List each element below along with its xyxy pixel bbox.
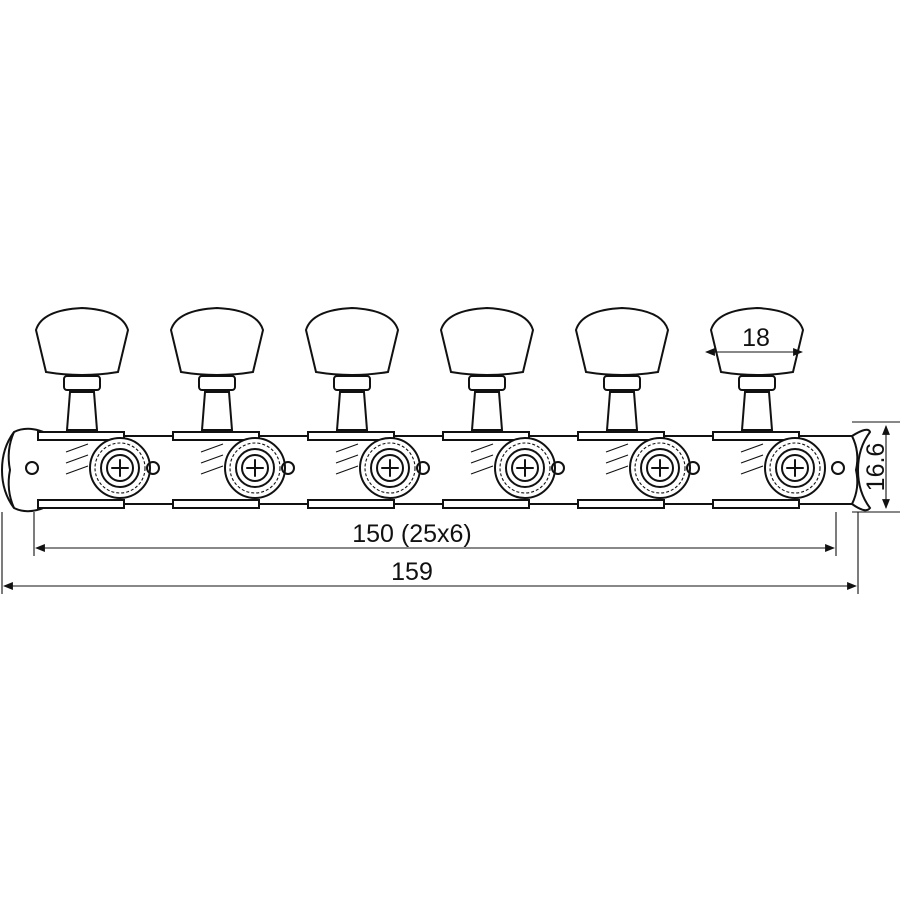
- shaft-top-bar: [577, 431, 665, 441]
- worm-thread: [740, 465, 764, 475]
- button-width-label: 18: [742, 324, 770, 352]
- tuner-collar: [468, 375, 506, 391]
- worm-thread: [200, 443, 224, 453]
- mounting-hole: [281, 461, 295, 475]
- gear-ring: [100, 448, 140, 488]
- worm-thread: [335, 443, 359, 453]
- shaft-bottom-bar: [307, 499, 395, 509]
- gear-teeth: [94, 442, 146, 494]
- shaft-top-bar: [442, 431, 530, 441]
- tuner-neck: [740, 391, 774, 431]
- tuner-neck: [65, 391, 99, 431]
- worm-thread: [335, 465, 359, 475]
- worm-thread: [200, 465, 224, 475]
- shaft-top-bar: [307, 431, 395, 441]
- overall-length-label: 159: [391, 558, 433, 586]
- screw-cross: [786, 459, 804, 477]
- tuner-5: [551, 306, 691, 509]
- tuner-button: [169, 306, 265, 376]
- worm-thread: [335, 454, 359, 464]
- tuner-3: [281, 306, 421, 509]
- tuner-neck: [605, 391, 639, 431]
- screw-head: [106, 454, 134, 482]
- mounting-hole: [146, 461, 160, 475]
- screw-cross: [246, 459, 264, 477]
- gear-teeth: [229, 442, 281, 494]
- screw-cross: [516, 459, 534, 477]
- mounting-hole: [416, 461, 430, 475]
- worm-thread: [470, 443, 494, 453]
- shaft-top-bar: [37, 431, 125, 441]
- worm-thread: [65, 465, 89, 475]
- mounting-hole-end: [831, 461, 845, 475]
- tuner-button: [709, 306, 805, 376]
- worm-thread: [740, 454, 764, 464]
- shaft-bottom-bar: [37, 499, 125, 509]
- tuner-button: [34, 306, 130, 376]
- screw-head: [646, 454, 674, 482]
- post-spacing-label: 150 (25x6): [352, 520, 472, 548]
- worm-thread: [605, 465, 629, 475]
- gear-teeth: [364, 442, 416, 494]
- screw-head: [241, 454, 269, 482]
- mounting-hole: [551, 461, 565, 475]
- tuner-2: [146, 306, 286, 509]
- shaft-top-bar: [172, 431, 260, 441]
- tuner-collar: [603, 375, 641, 391]
- tuner-1: [25, 306, 151, 509]
- worm-thread: [65, 443, 89, 453]
- worm-thread: [470, 454, 494, 464]
- gear-ring: [370, 448, 410, 488]
- tuner-6: [686, 306, 826, 509]
- button-width-dimension: 18: [705, 324, 803, 356]
- plate-left-notch: [7, 431, 15, 509]
- plate-height-dimension: 16.6: [852, 421, 900, 513]
- shaft-top-bar: [712, 431, 800, 441]
- tuner-collar: [63, 375, 101, 391]
- tuner-collar: [333, 375, 371, 391]
- tuner-button: [574, 306, 670, 376]
- gear-teeth: [634, 442, 686, 494]
- screw-cross: [111, 459, 129, 477]
- overall-length-dimension: 159: [1, 512, 859, 594]
- tuner-4: [416, 306, 556, 509]
- tuner-neck: [470, 391, 504, 431]
- tuner-collar: [738, 375, 776, 391]
- gear-ring: [640, 448, 680, 488]
- gear-teeth: [769, 442, 821, 494]
- screw-cross: [381, 459, 399, 477]
- screw-head: [781, 454, 809, 482]
- worm-thread: [470, 465, 494, 475]
- tuner-collar: [198, 375, 236, 391]
- mounting-hole: [25, 461, 39, 475]
- gear-teeth: [499, 442, 551, 494]
- post-spacing-dimension: 150 (25x6): [33, 512, 837, 556]
- worm-thread: [200, 454, 224, 464]
- tuner-neck: [200, 391, 234, 431]
- screw-head: [376, 454, 404, 482]
- tuner-neck: [335, 391, 369, 431]
- mounting-hole: [686, 461, 700, 475]
- screw-cross: [651, 459, 669, 477]
- worm-thread: [605, 443, 629, 453]
- shaft-bottom-bar: [172, 499, 260, 509]
- worm-thread: [740, 443, 764, 453]
- worm-thread: [65, 454, 89, 464]
- tuner-button: [304, 306, 400, 376]
- gear-ring: [775, 448, 815, 488]
- plate-right-notch: [851, 435, 859, 505]
- shaft-bottom-bar: [712, 499, 800, 509]
- tuner-button: [439, 306, 535, 376]
- shaft-bottom-bar: [577, 499, 665, 509]
- shaft-bottom-bar: [442, 499, 530, 509]
- gear-ring: [505, 448, 545, 488]
- screw-head: [511, 454, 539, 482]
- gear-ring: [235, 448, 275, 488]
- plate-height-label: 16.6: [862, 443, 890, 492]
- worm-thread: [605, 454, 629, 464]
